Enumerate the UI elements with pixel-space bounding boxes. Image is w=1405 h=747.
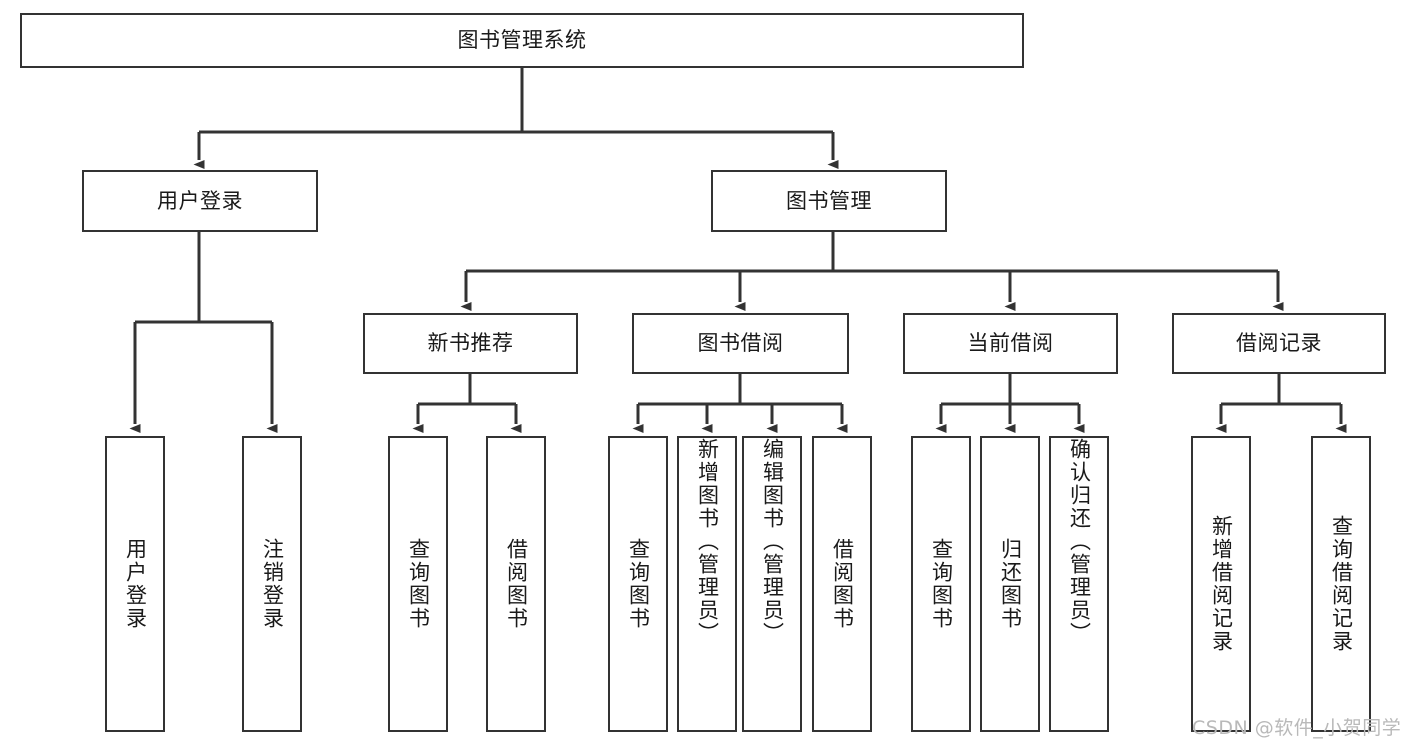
node-book-borrow[interactable]: 图书借阅 — [632, 313, 849, 374]
leaf-return-book[interactable]: 归还图书 — [980, 436, 1040, 732]
leaf-borrow-book-recommend[interactable]: 借阅图书 — [486, 436, 546, 732]
leaf-user-login[interactable]: 用户登录 — [105, 436, 165, 732]
leaf-query-borrow-record[interactable]: 查询借阅记录 — [1311, 436, 1371, 732]
node-label: 查询图书 — [626, 538, 651, 630]
node-new-book-recommend[interactable]: 新书推荐 — [363, 313, 578, 374]
node-label: 归还图书 — [998, 538, 1023, 630]
node-label: 注销登录 — [260, 538, 285, 630]
leaf-query-book-borrow[interactable]: 查询图书 — [608, 436, 668, 732]
node-borrow-record[interactable]: 借阅记录 — [1172, 313, 1386, 374]
leaf-query-book-recommend[interactable]: 查询图书 — [388, 436, 448, 732]
leaf-user-logout[interactable]: 注销登录 — [242, 436, 302, 732]
node-label: 查询借阅记录 — [1329, 515, 1354, 653]
node-label: 图书借阅 — [697, 331, 784, 356]
node-label: 借阅记录 — [1236, 331, 1322, 356]
node-user-login[interactable]: 用户登录 — [82, 170, 318, 232]
node-label: 图书管理系统 — [457, 28, 587, 53]
node-label: 新书推荐 — [427, 331, 514, 356]
node-current-borrow[interactable]: 当前借阅 — [903, 313, 1118, 374]
node-label: 用户登录 — [157, 188, 243, 213]
node-label: 查询图书 — [406, 538, 431, 630]
node-label: 用户登录 — [123, 538, 148, 630]
node-label: 新增借阅记录 — [1209, 515, 1234, 653]
leaf-add-borrow-record[interactable]: 新增借阅记录 — [1191, 436, 1251, 732]
leaf-add-book-admin[interactable]: 新增图书（管理员） — [677, 436, 737, 732]
node-label: 图书管理 — [786, 188, 872, 213]
leaf-query-book-current[interactable]: 查询图书 — [911, 436, 971, 732]
node-label: 确认归还（管理员） — [1067, 438, 1092, 645]
node-root-book-management-system[interactable]: 图书管理系统 — [20, 13, 1024, 68]
node-book-management[interactable]: 图书管理 — [711, 170, 947, 232]
node-label: 新增图书（管理员） — [695, 438, 720, 645]
node-label: 编辑图书（管理员） — [760, 438, 785, 645]
csdn-watermark: CSDN @软件_小贺同学 — [1192, 717, 1402, 739]
node-label: 借阅图书 — [504, 538, 529, 630]
leaf-confirm-return-admin[interactable]: 确认归还（管理员） — [1049, 436, 1109, 732]
node-label: 当前借阅 — [967, 331, 1054, 356]
leaf-edit-book-admin[interactable]: 编辑图书（管理员） — [742, 436, 802, 732]
leaf-borrow-book[interactable]: 借阅图书 — [812, 436, 872, 732]
node-label: 查询图书 — [929, 538, 954, 630]
node-label: 借阅图书 — [830, 538, 855, 630]
